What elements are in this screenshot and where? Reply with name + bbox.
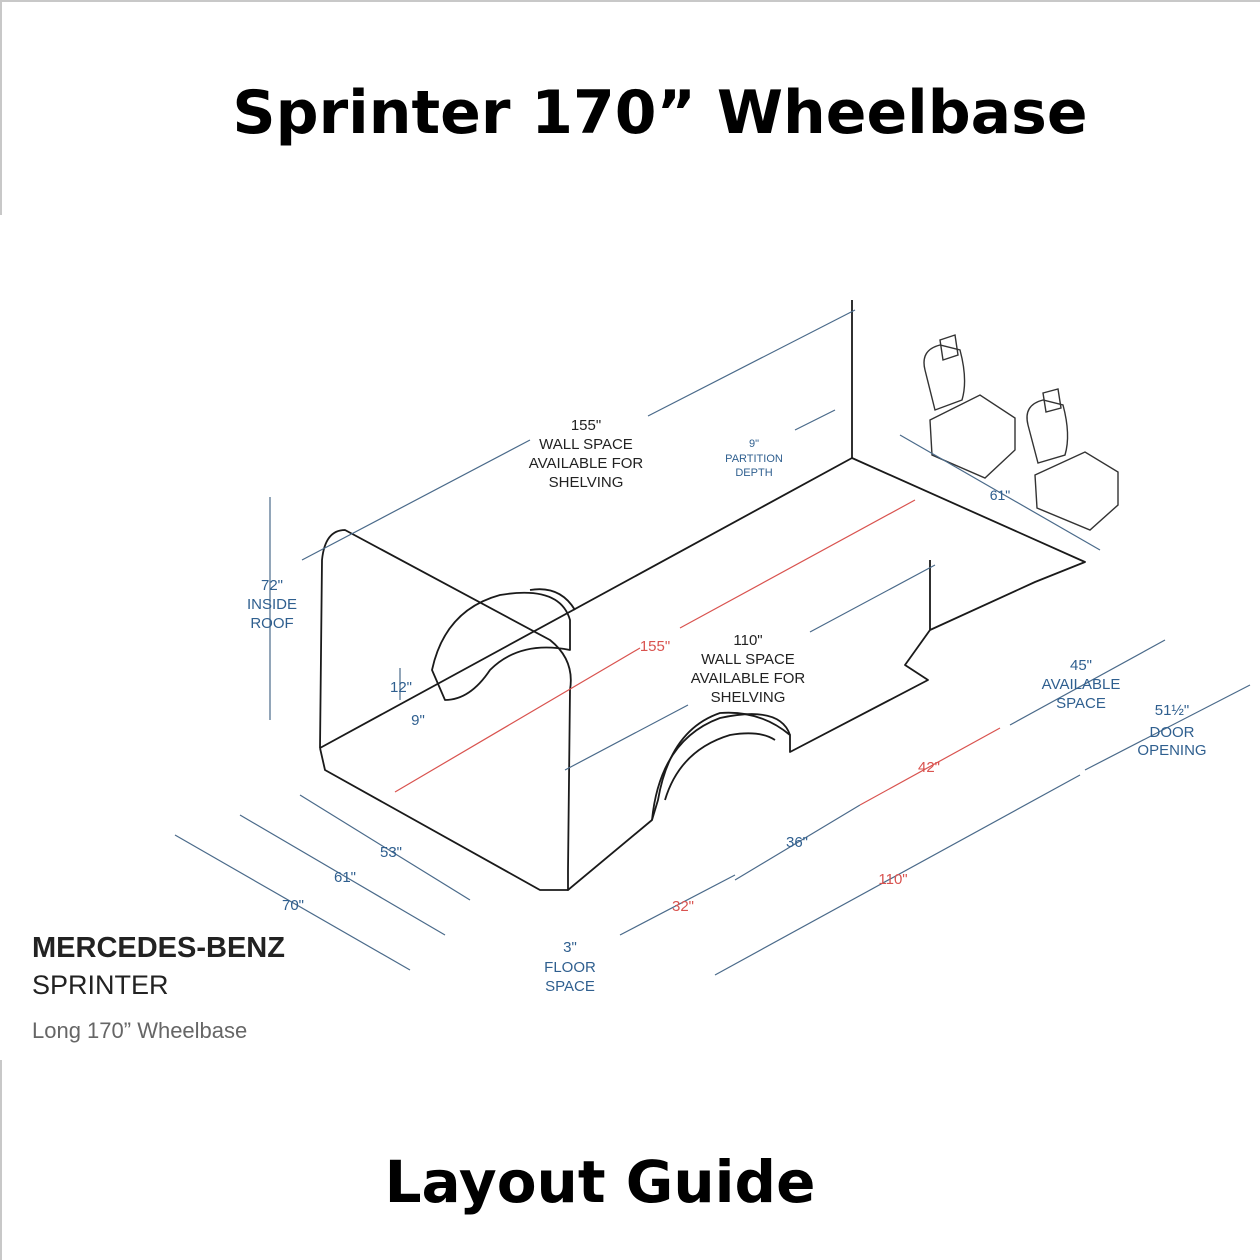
dim-line-45: [1009, 639, 1166, 726]
label-9: 9": [411, 712, 425, 729]
label-61-top: 61": [990, 487, 1011, 503]
footer-title: Layout Guide: [384, 1148, 816, 1216]
label-floor-b: FLOOR: [544, 959, 596, 976]
label-available-c: SPACE: [1056, 695, 1106, 712]
dim-line-61-top: [899, 434, 1101, 551]
label-roof-b: INSIDE: [247, 596, 297, 613]
dim-line-53: [299, 794, 471, 901]
label-42: 42": [918, 759, 940, 776]
dim-line-70: [174, 834, 411, 971]
label-110-a: 110": [733, 632, 762, 649]
dim-line-51: [1084, 684, 1251, 771]
label-door-c: OPENING: [1137, 742, 1206, 759]
label-110-b: WALL SPACE: [701, 651, 795, 668]
label-53: 53": [380, 844, 402, 861]
dim-line-61: [239, 814, 446, 936]
floor-bottom-edge: [319, 747, 568, 891]
label-roof-c: ROOF: [250, 615, 293, 632]
label-available-b: AVAILABLE: [1042, 676, 1121, 693]
label-155-a: 155": [571, 417, 601, 434]
label-61: 61": [334, 869, 356, 886]
label-32: 32": [672, 898, 694, 915]
page-title: Sprinter 170” Wheelbase: [232, 78, 1088, 148]
seat-left: [923, 334, 1016, 479]
floor-left-edge: [319, 457, 853, 749]
dim-line-36: [734, 804, 861, 881]
label-70: 70": [282, 897, 304, 914]
dim-line-42: [859, 727, 1001, 806]
frame-top: [0, 0, 1260, 2]
label-36: 36": [786, 834, 808, 851]
dim-line-32: [619, 874, 736, 936]
label-110-c: AVAILABLE FOR: [691, 670, 806, 687]
dim-line-155-top: [301, 309, 856, 561]
left-wheel-well-top: [529, 588, 576, 611]
label-roof-a: 72": [261, 577, 283, 594]
label-110-bottom: 110": [878, 871, 907, 888]
label-155-b: WALL SPACE: [539, 436, 633, 453]
dim-line-110: [564, 564, 936, 771]
label-partition-b: PARTITION: [725, 453, 783, 465]
dim-line-partition: [794, 409, 836, 431]
left-wheel-well: [431, 591, 571, 701]
label-155-c: AVAILABLE FOR: [529, 455, 644, 472]
brand-model: SPRINTER: [32, 970, 169, 1000]
dim-line-110-bottom: [714, 774, 1081, 976]
dim-line-155-floor: [394, 499, 916, 793]
label-155-d: SHELVING: [549, 474, 624, 491]
seat-right: [1026, 388, 1119, 531]
cargo-floor-outline: [567, 457, 1086, 891]
label-partition-a: 9": [749, 438, 759, 450]
label-door-b: DOOR: [1150, 724, 1195, 741]
label-floor-c: SPACE: [545, 978, 595, 995]
brand-name: MERCEDES-BENZ: [32, 932, 285, 964]
frame-left-bottom: [0, 1060, 2, 1260]
label-12: 12": [390, 679, 412, 696]
label-door-a: 51½": [1155, 702, 1190, 719]
right-wheel-well-inner: [664, 732, 776, 801]
frame-left-top: [0, 0, 2, 215]
label-155-floor: 155": [640, 638, 670, 655]
label-available-a: 45": [1070, 657, 1092, 674]
label-floor-a: 3": [563, 939, 577, 956]
right-wheel-well: [651, 713, 791, 821]
label-partition-c: DEPTH: [735, 467, 772, 479]
brand-subtitle: Long 170” Wheelbase: [32, 1018, 248, 1043]
label-110-d: SHELVING: [711, 689, 786, 706]
